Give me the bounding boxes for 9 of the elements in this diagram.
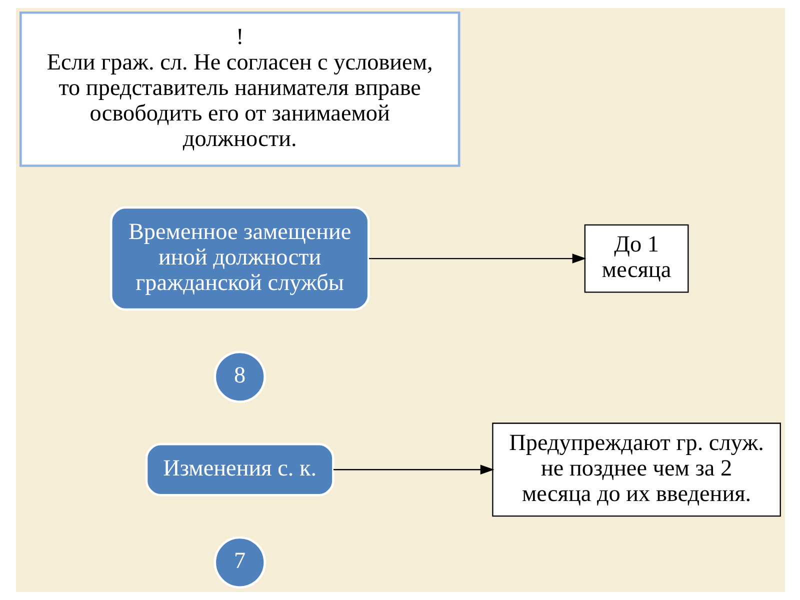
node-box: Предупреждают гр. служ. не позднее чем за 2 месяца до их введения.: [492, 422, 780, 517]
arrow: [368, 254, 586, 264]
node-box: Изменения с. к.: [144, 442, 334, 496]
node-circle: 7: [213, 536, 266, 589]
node-box: ! Если граж. сл. Не согласен с условием, то представитель нанимателя вправе освободить его от занимаемой должности.: [18, 11, 460, 167]
node-box: До 1 месяца: [584, 224, 688, 293]
node-box: Временное замещение иной должности гражданской службы: [109, 206, 370, 311]
arrow: [332, 464, 494, 474]
node-circle: 8: [213, 350, 266, 403]
